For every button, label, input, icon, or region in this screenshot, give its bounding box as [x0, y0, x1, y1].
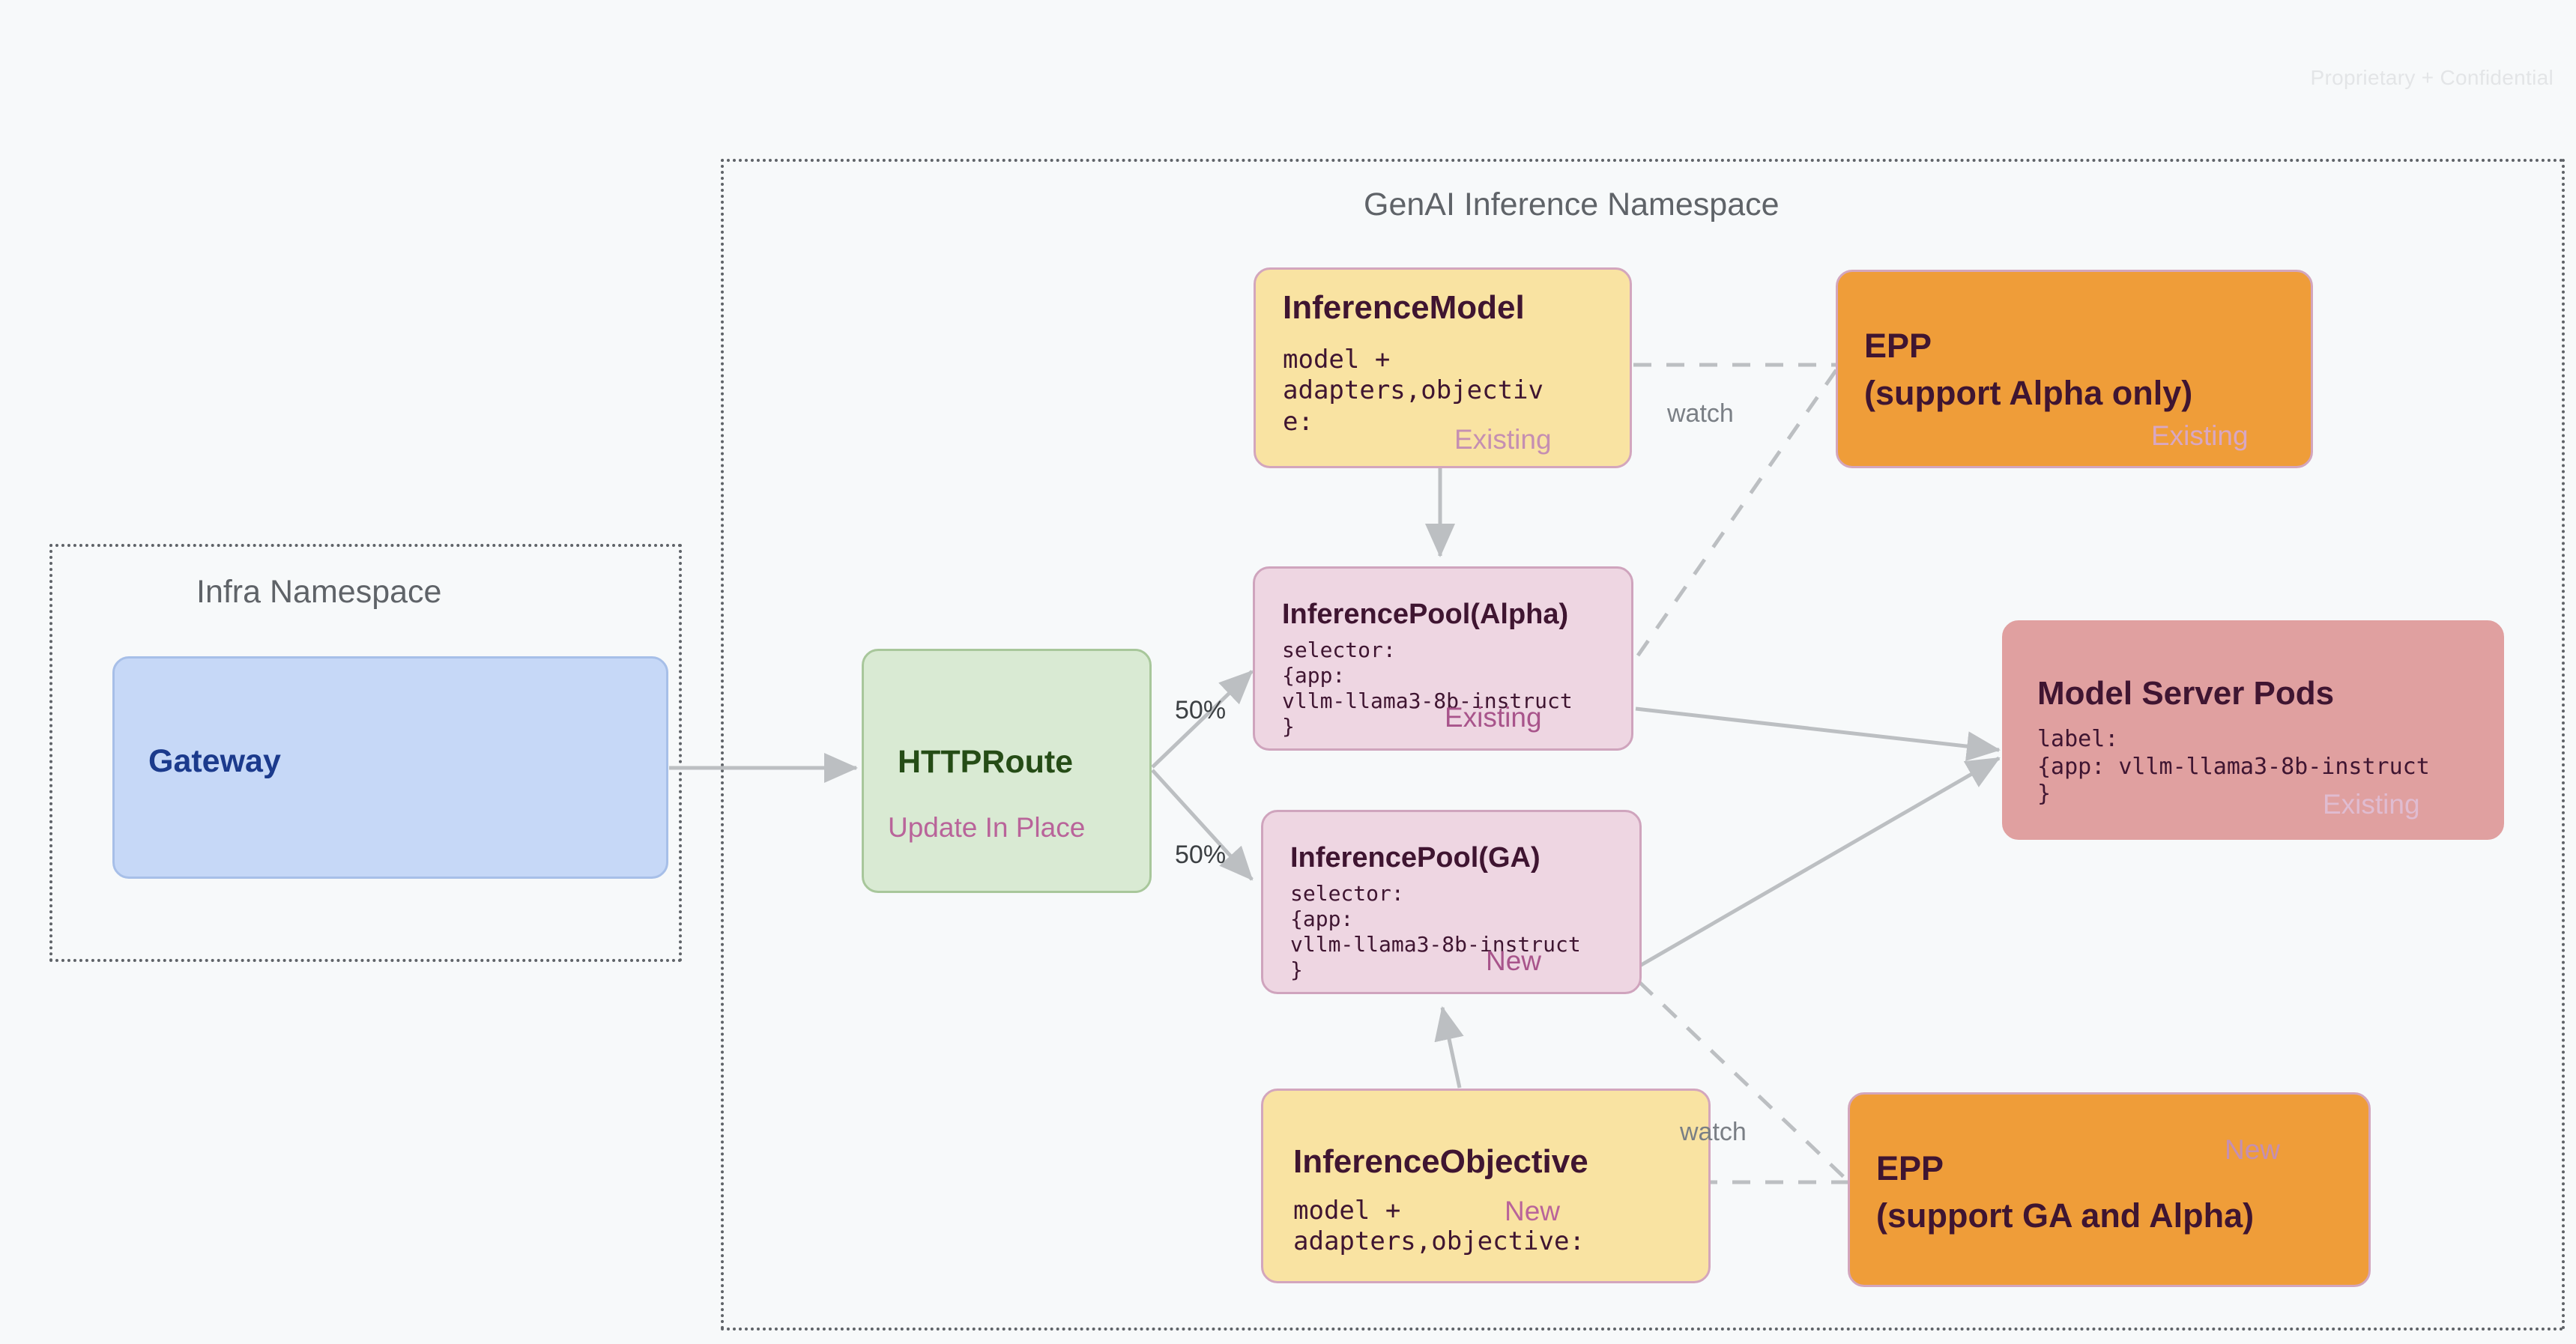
- gateway-title: Gateway: [148, 743, 281, 779]
- epp-alpha-title-line2: (support Alpha only): [1864, 374, 2193, 412]
- model-server-pods-status-badge: Existing: [2323, 789, 2420, 820]
- httproute-title: HTTPRoute: [898, 744, 1074, 780]
- epp-ga-title-line2: (support GA and Alpha): [1876, 1196, 2255, 1235]
- infra-namespace-title: Infra Namespace: [196, 574, 442, 610]
- node-inference-model[interactable]: InferenceModel model + adapters,objectiv…: [1254, 267, 1632, 468]
- confidential-notice: Proprietary + Confidential: [2310, 66, 2554, 89]
- node-inference-objective[interactable]: InferenceObjective model + adapters,obje…: [1261, 1089, 1711, 1283]
- inference-pool-alpha-status-badge: Existing: [1445, 702, 1542, 733]
- httproute-status-badge: Update In Place: [888, 812, 1086, 843]
- epp-alpha-status-badge: Existing: [2151, 420, 2249, 451]
- edge-label-split-bottom: 50%: [1175, 841, 1227, 869]
- inference-pool-ga-title: InferencePool(GA): [1290, 842, 1541, 874]
- node-gateway[interactable]: Gateway: [112, 656, 668, 879]
- inference-objective-title: InferenceObjective: [1293, 1143, 1588, 1180]
- epp-ga-title-line1: EPP: [1876, 1149, 1944, 1187]
- inference-model-status-badge: Existing: [1454, 424, 1552, 455]
- node-epp-ga[interactable]: EPP (support GA and Alpha) New: [1848, 1092, 2371, 1287]
- inference-model-title: InferenceModel: [1283, 289, 1525, 326]
- edge-label-watch-bottom: watch: [1680, 1118, 1747, 1146]
- node-inference-pool-alpha[interactable]: InferencePool(Alpha) selector: {app: vll…: [1253, 566, 1633, 751]
- inference-pool-alpha-spec: selector: {app: vllm-llama3-8b-instruct …: [1282, 638, 1573, 739]
- node-httproute[interactable]: HTTPRoute Update In Place: [862, 649, 1152, 893]
- inference-model-spec: model + adapters,objectiv e:: [1283, 345, 1544, 437]
- node-inference-pool-ga[interactable]: InferencePool(GA) selector: {app: vllm-l…: [1261, 810, 1642, 994]
- genai-namespace-title: GenAI Inference Namespace: [1364, 187, 1780, 223]
- epp-ga-status-badge: New: [2225, 1134, 2281, 1165]
- inference-pool-alpha-title: InferencePool(Alpha): [1282, 599, 1569, 630]
- model-server-pods-title: Model Server Pods: [2037, 675, 2335, 712]
- model-server-pods-spec: label: {app: vllm-llama3-8b-instruct }: [2037, 726, 2430, 808]
- inference-objective-status-badge: New: [1505, 1196, 1561, 1226]
- epp-alpha-title-line1: EPP: [1864, 327, 1932, 365]
- inference-pool-ga-status-badge: New: [1486, 945, 1542, 976]
- genai-namespace-container: [721, 159, 2565, 1331]
- edge-label-watch-top: watch: [1667, 399, 1734, 428]
- node-model-server-pods[interactable]: Model Server Pods label: {app: vllm-llam…: [2002, 620, 2504, 840]
- node-epp-alpha[interactable]: EPP (support Alpha only) Existing: [1836, 270, 2313, 468]
- infra-namespace-container: [49, 544, 682, 962]
- edge-label-split-top: 50%: [1175, 696, 1227, 724]
- inference-pool-ga-spec: selector: {app: vllm-llama3-8b-instruct …: [1290, 881, 1581, 983]
- inference-objective-spec: model + adapters,objective:: [1293, 1196, 1585, 1257]
